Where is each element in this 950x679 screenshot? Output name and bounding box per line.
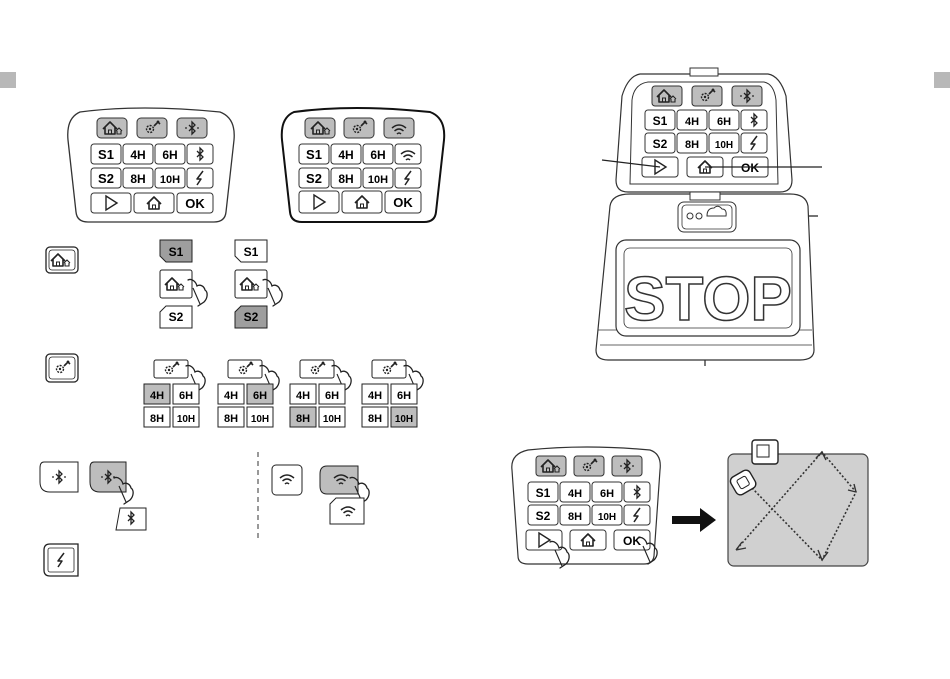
- key-8h: 8H: [130, 172, 145, 186]
- page-tab-left: [0, 72, 16, 88]
- svg-text:8H: 8H: [568, 511, 582, 523]
- key-s1: S1: [98, 147, 114, 162]
- svg-text:8H: 8H: [685, 139, 699, 151]
- settings-grid-1: 4H 6H 8H 10H: [144, 360, 205, 427]
- settings-button-section: 4H 6H 8H 10H 4H 6H 8H 10H 4H: [46, 354, 423, 427]
- svg-text:S1: S1: [653, 114, 668, 128]
- key-s2: S2: [98, 171, 114, 186]
- key-4h: 4H: [130, 148, 145, 162]
- svg-text:4H: 4H: [685, 116, 699, 128]
- svg-text:S2: S2: [536, 509, 551, 523]
- svg-text:OK: OK: [741, 161, 759, 175]
- seq2-s2: S2: [244, 310, 259, 324]
- keypad-wifi-version: S1 4H 6H S2 8H 10H OK: [282, 108, 444, 222]
- svg-text:10H: 10H: [715, 140, 733, 151]
- svg-text:10H: 10H: [395, 414, 413, 425]
- stop-button-label: STOP: [624, 265, 792, 334]
- seq2-s1: S1: [244, 245, 259, 259]
- key-8h-b: 8H: [338, 172, 353, 186]
- wifi-section: [272, 465, 369, 524]
- key-6h: 6H: [162, 148, 177, 162]
- mowing-area: [728, 440, 868, 566]
- svg-text:4H: 4H: [224, 390, 238, 402]
- svg-text:10H: 10H: [323, 414, 341, 425]
- key-s1-b: S1: [306, 147, 322, 162]
- settings-grid-4: 4H 6H 8H 10H: [362, 360, 423, 427]
- svg-text:6H: 6H: [325, 390, 339, 402]
- keypad-bluetooth-version: S1 4H 6H S2 8H 10H OK: [68, 108, 234, 222]
- svg-text:OK: OK: [623, 534, 641, 548]
- keypad-a-keys: S1 4H 6H S2 8H 10H OK: [91, 144, 213, 213]
- arrow-right-icon: [672, 508, 716, 532]
- svg-text:6H: 6H: [600, 488, 614, 500]
- settings-grid-2: 4H 6H 8H 10H: [218, 360, 279, 427]
- keypad-a-top-row: [97, 118, 207, 138]
- svg-text:4H: 4H: [296, 390, 310, 402]
- svg-text:8H: 8H: [150, 413, 164, 425]
- svg-text:6H: 6H: [179, 390, 193, 402]
- lightning-button: [44, 544, 78, 576]
- svg-text:8H: 8H: [296, 413, 310, 425]
- svg-text:10H: 10H: [251, 414, 269, 425]
- charging-station: [752, 440, 778, 464]
- mower-diagram: S1 4H 6H S2 8H 10H OK: [596, 68, 822, 366]
- key-10h: 10H: [160, 174, 180, 186]
- svg-text:6H: 6H: [717, 116, 731, 128]
- key-ok-b: OK: [393, 195, 413, 210]
- home-button-section: S1 S2 S1 S2: [46, 240, 282, 328]
- bluetooth-section: [40, 462, 146, 530]
- seq1-s1: S1: [169, 245, 184, 259]
- key-10h-b: 10H: [368, 174, 388, 186]
- svg-text:8H: 8H: [368, 413, 382, 425]
- svg-text:S1: S1: [536, 486, 551, 500]
- page-tab-right: [934, 72, 950, 88]
- svg-text:6H: 6H: [397, 390, 411, 402]
- svg-text:6H: 6H: [253, 390, 267, 402]
- key-4h-b: 4H: [338, 148, 353, 162]
- seq1-s2: S2: [169, 310, 184, 324]
- key-ok: OK: [185, 196, 205, 211]
- key-6h-b: 6H: [370, 148, 385, 162]
- key-s2-b: S2: [306, 171, 322, 186]
- settings-grid-3: 4H 6H 8H 10H: [290, 360, 351, 427]
- svg-text:10H: 10H: [177, 414, 195, 425]
- svg-text:8H: 8H: [224, 413, 238, 425]
- svg-text:S2: S2: [653, 137, 668, 151]
- start-keypad: S1 4H 6H S2 8H 10H OK: [512, 447, 660, 568]
- svg-text:10H: 10H: [598, 512, 616, 523]
- svg-text:4H: 4H: [368, 390, 382, 402]
- svg-text:4H: 4H: [150, 390, 164, 402]
- svg-text:4H: 4H: [568, 488, 582, 500]
